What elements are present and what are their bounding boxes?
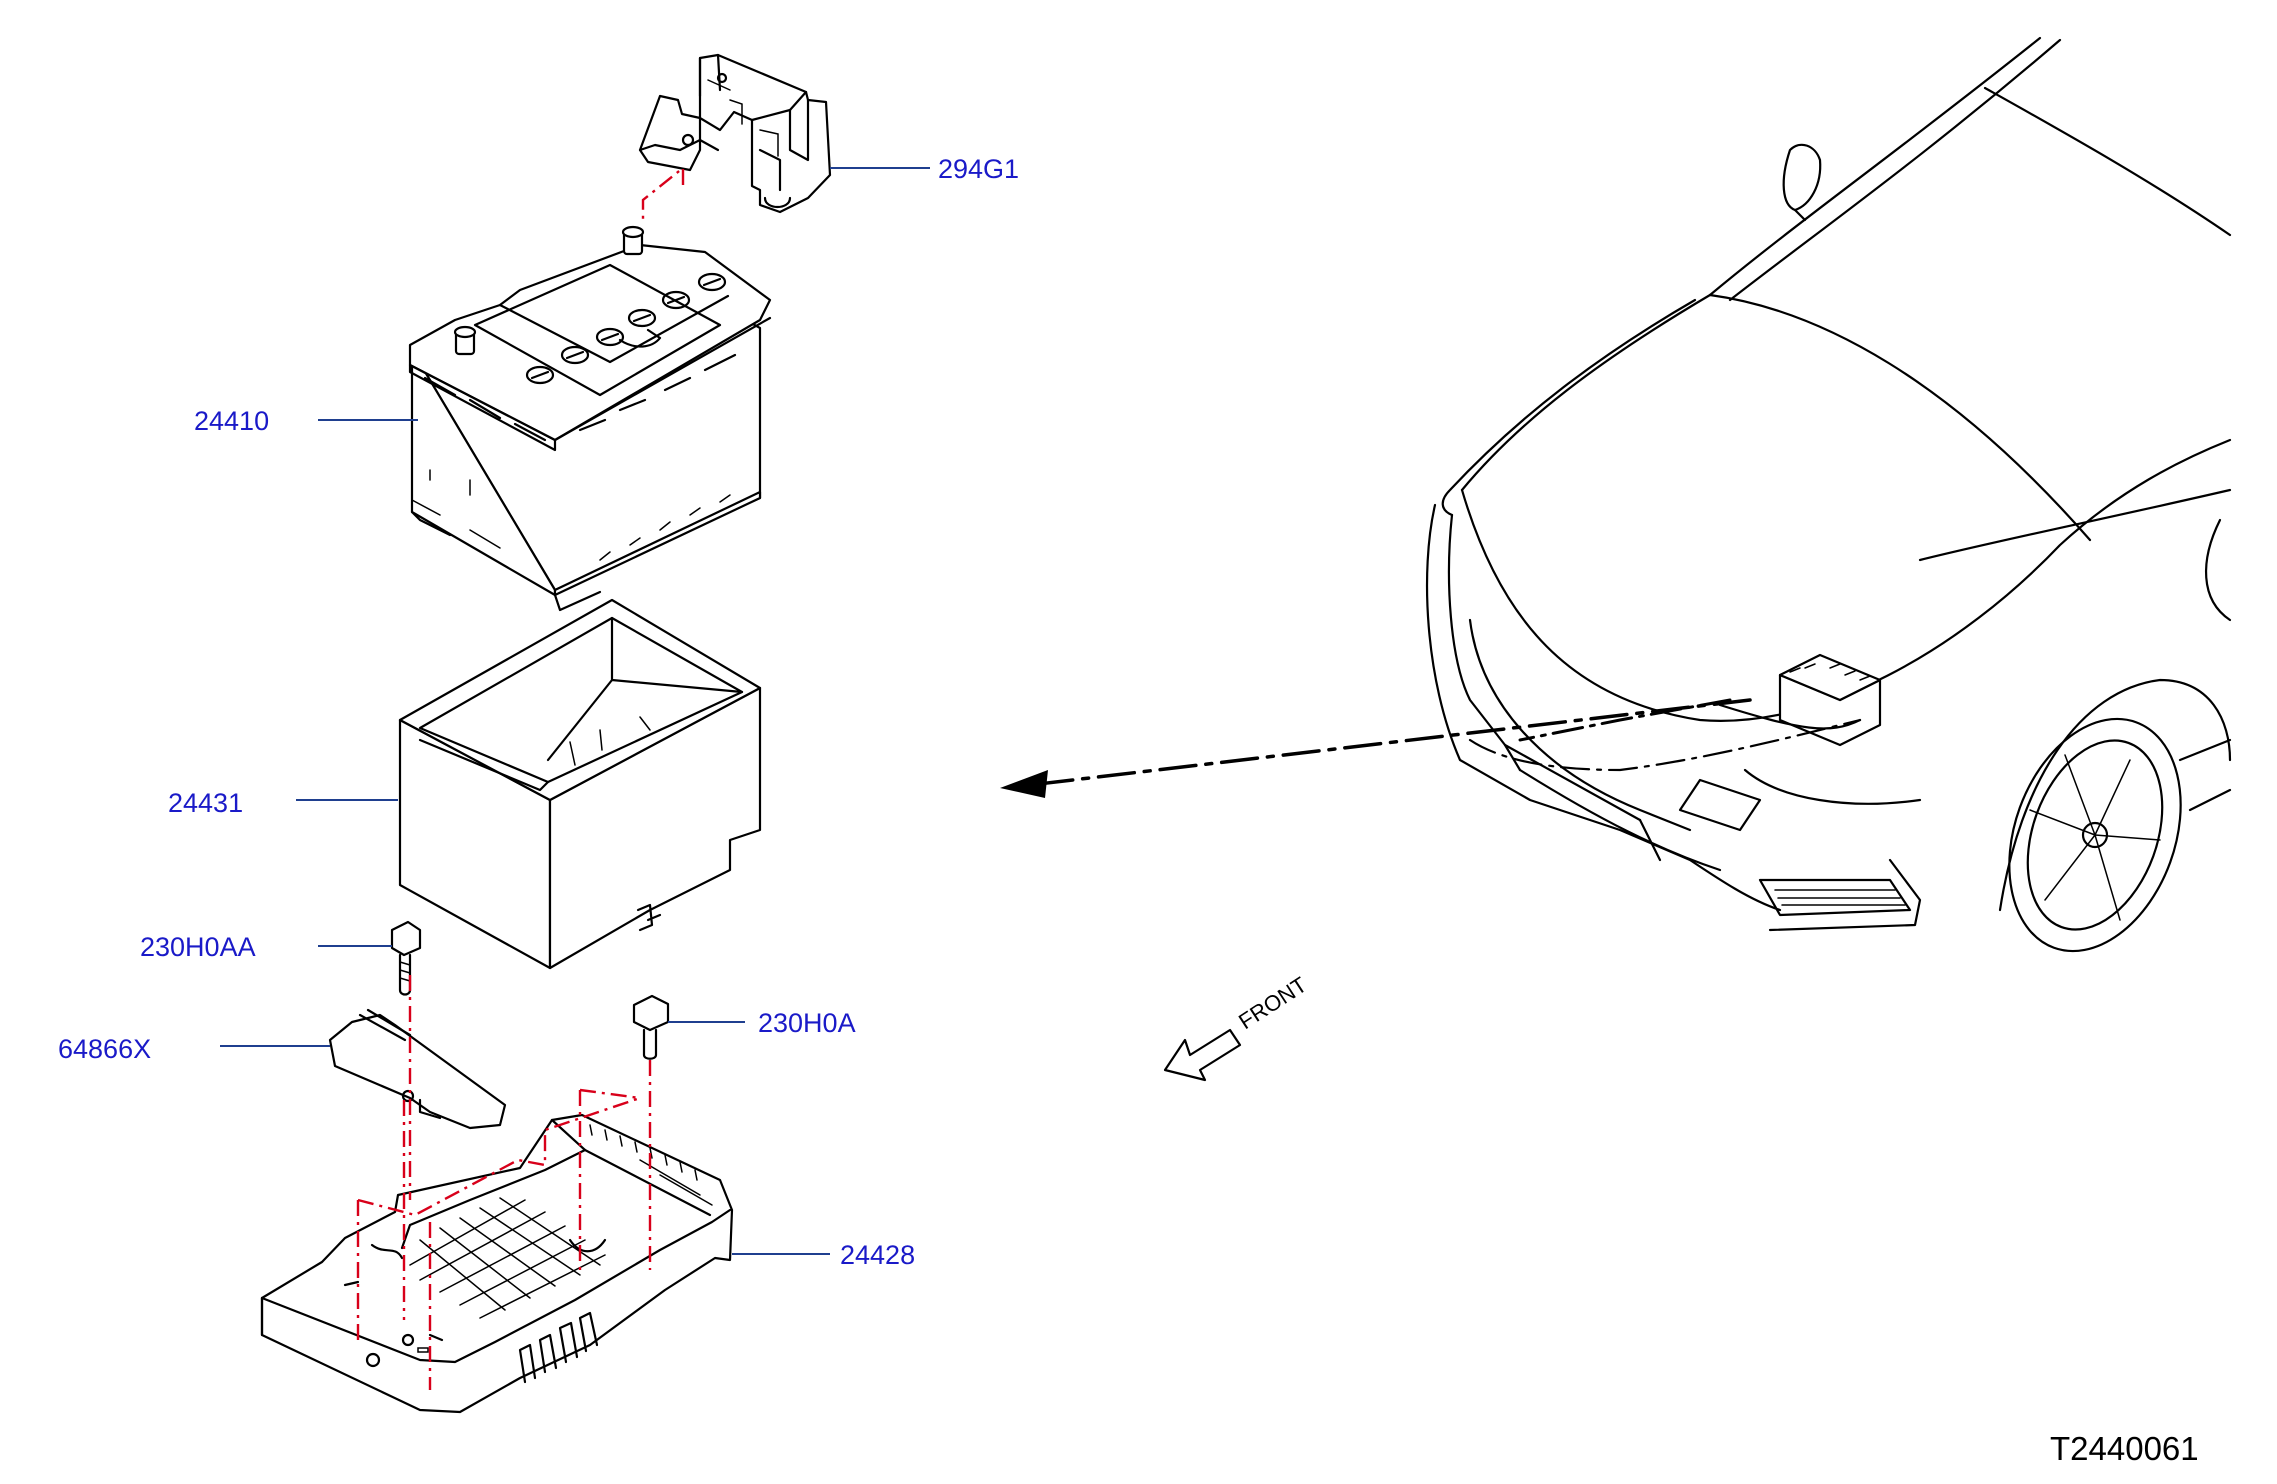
part-label-64866x[interactable]: 64866X: [58, 1034, 151, 1064]
hold-down-bracket-drawing: [328, 1008, 507, 1130]
reference-code: T2440061: [2050, 1430, 2199, 1467]
battery-sleeve-drawing: [398, 598, 762, 970]
part-label-294g1[interactable]: 294G1: [938, 154, 1019, 184]
part-label-24431[interactable]: 24431: [168, 788, 243, 818]
part-label-24428[interactable]: 24428: [840, 1240, 915, 1270]
car-front-icon: [1425, 36, 2232, 953]
assembly-lines: [356, 165, 685, 1390]
bolt-icon: [390, 920, 422, 996]
front-arrow-icon: [1163, 1028, 1242, 1082]
leader-lines: [220, 167, 930, 1255]
part-label-230h0a[interactable]: 230H0A: [758, 1008, 856, 1038]
terminal-cover-drawing: [638, 53, 832, 214]
front-label: FRONT: [1234, 972, 1311, 1034]
battery-tray-drawing: [260, 1113, 734, 1414]
battery-icon: [1778, 653, 1882, 747]
battery-drawing: [408, 225, 772, 612]
location-arrow: [1000, 698, 1752, 798]
bolt-icon: [632, 994, 670, 1060]
part-label-230h0aa[interactable]: 230H0AA: [140, 932, 256, 962]
part-label-24410[interactable]: 24410: [194, 406, 269, 436]
